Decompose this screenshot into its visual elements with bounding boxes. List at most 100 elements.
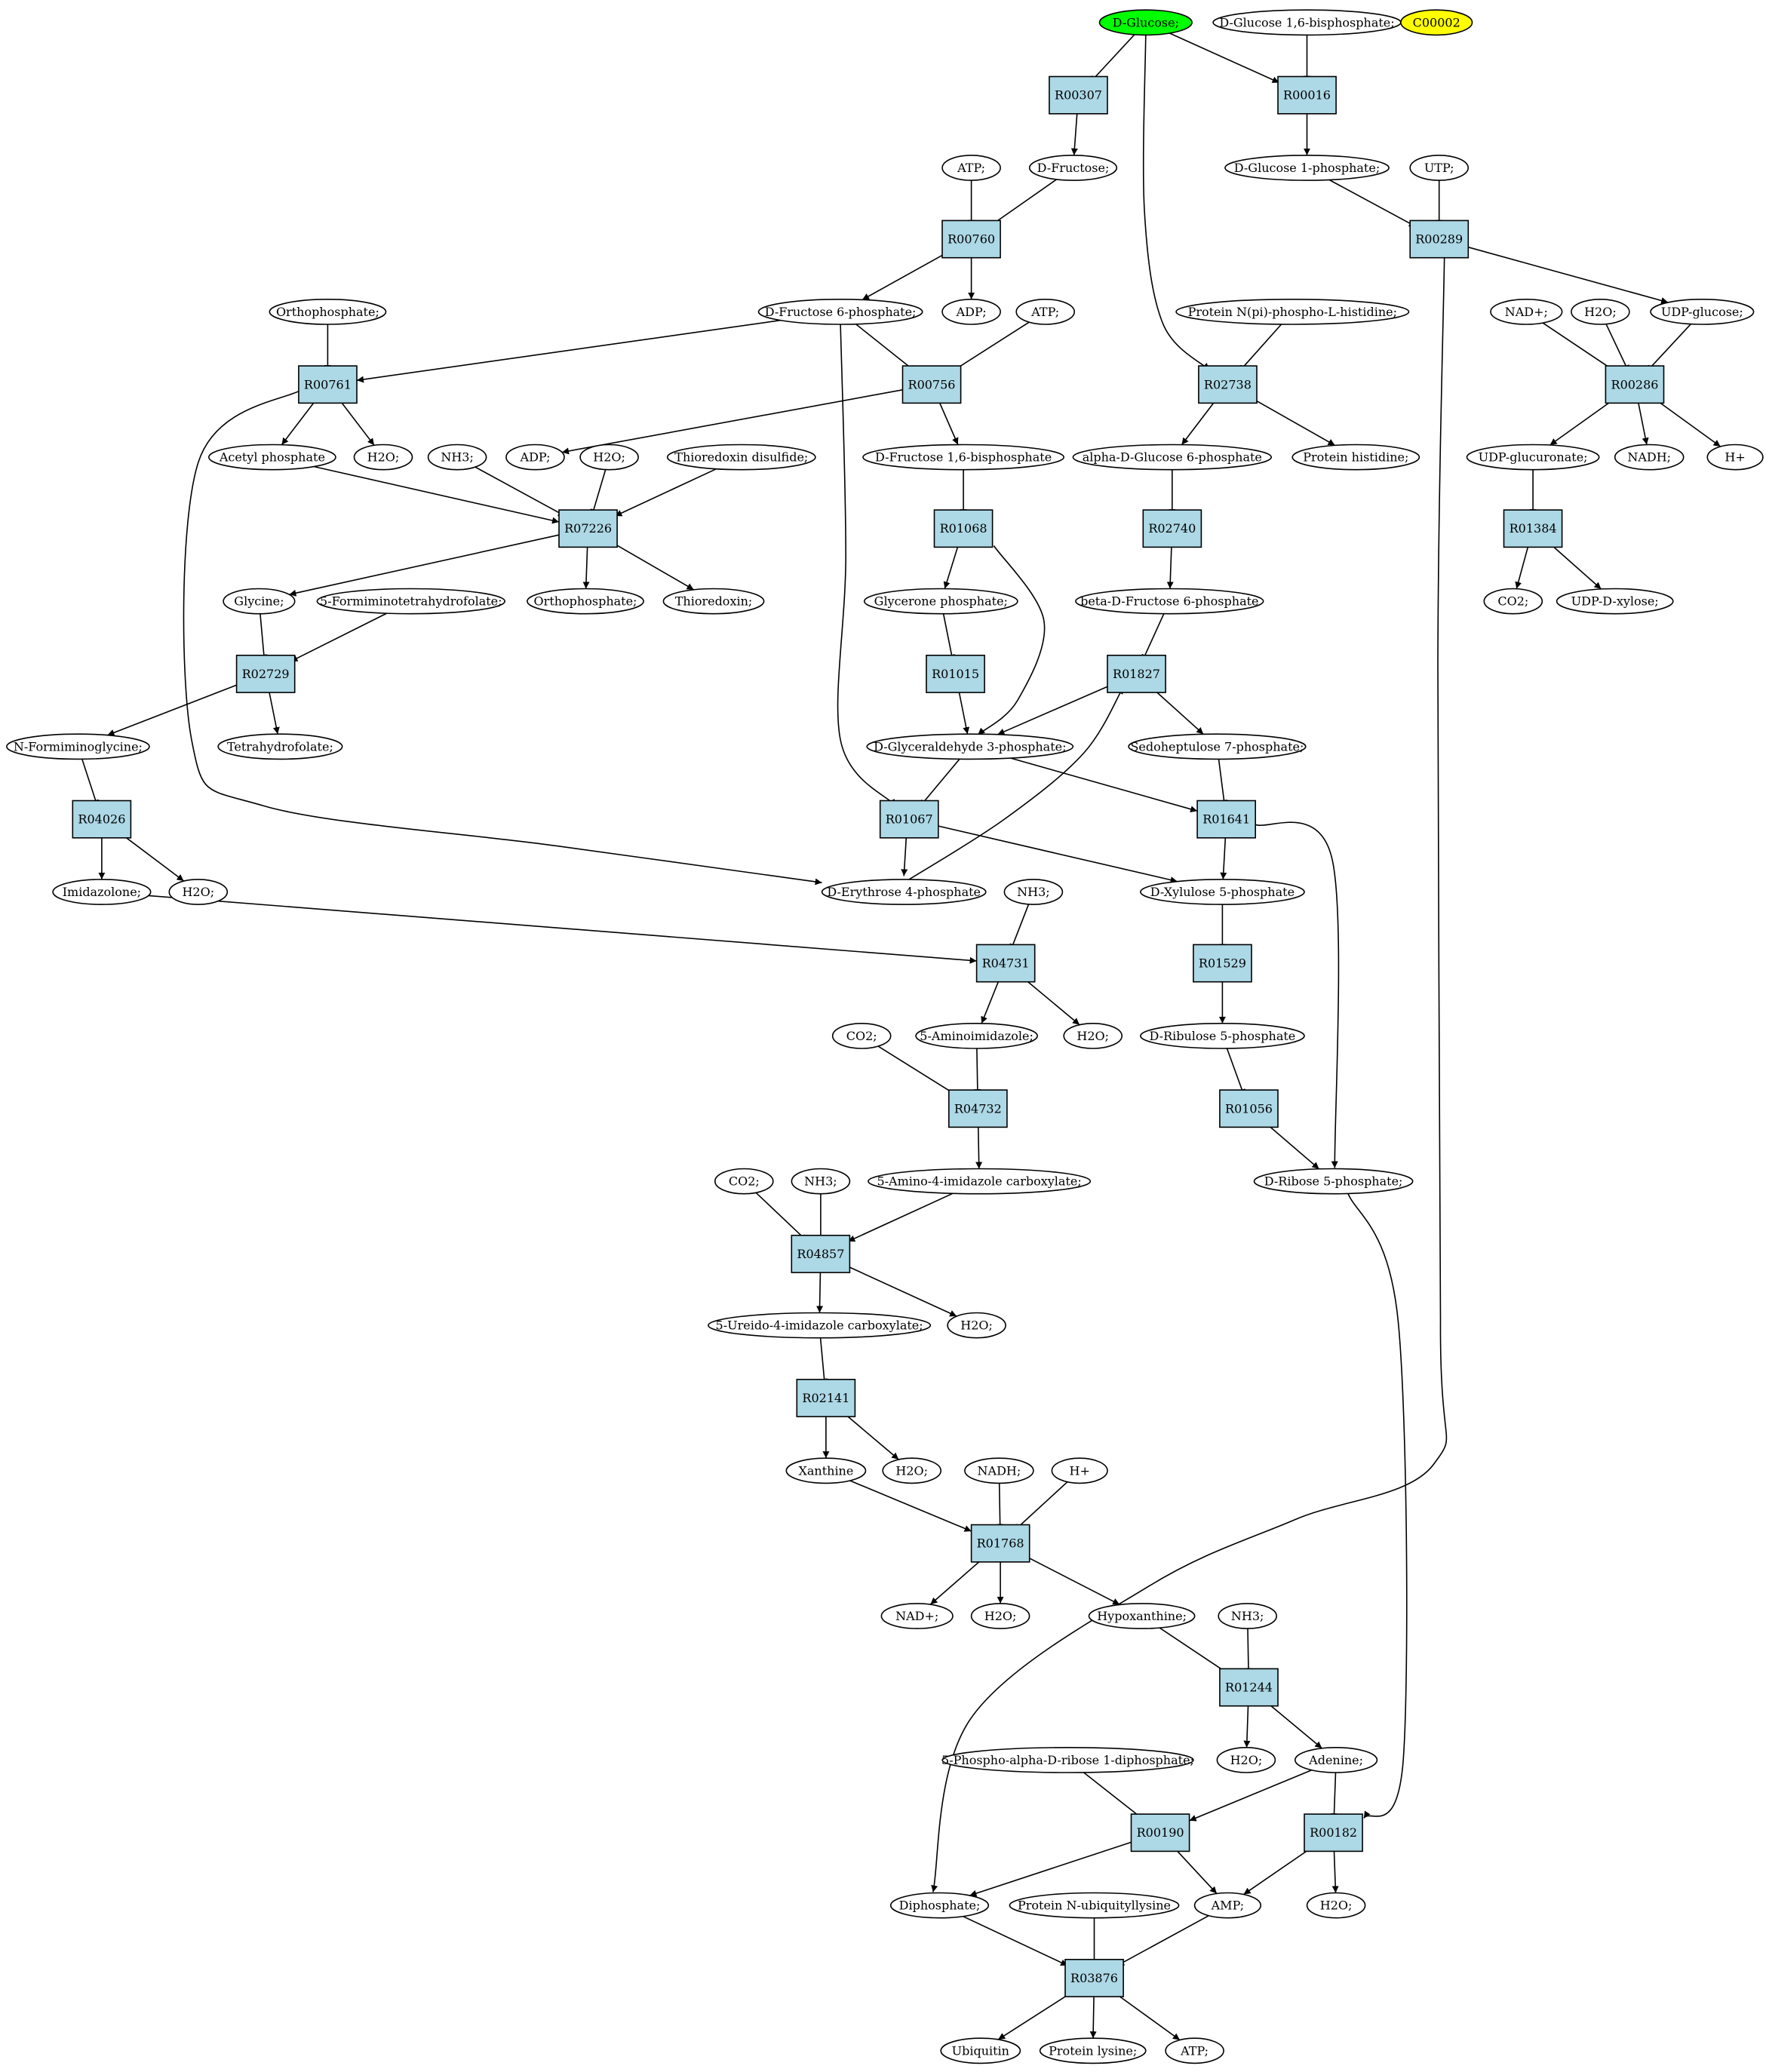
compound-node-protein-n-pi-phospho-l-histidine[interactable]: Protein N(pi)-phospho-L-histidine; xyxy=(1175,298,1410,325)
reaction-node-r04731[interactable]: R04731 xyxy=(975,944,1036,983)
reaction-node-r01641[interactable]: R01641 xyxy=(1196,800,1256,839)
reaction-node-r04857[interactable]: R04857 xyxy=(791,1235,851,1273)
compound-node-atp[interactable]: ATP; xyxy=(941,155,1001,181)
compound-node-d-erythrose-4-phosphate[interactable]: D-Erythrose 4-phosphate xyxy=(821,879,987,905)
compound-node-co2[interactable]: CO2; xyxy=(831,1023,892,1049)
compound-node-adp[interactable]: ADP; xyxy=(941,298,1001,325)
compound-node-h2o[interactable]: H2O; xyxy=(1571,298,1630,325)
reaction-node-r01067[interactable]: R01067 xyxy=(879,800,939,839)
reaction-node-r02729[interactable]: R02729 xyxy=(235,654,296,693)
reaction-node-r00289[interactable]: R00289 xyxy=(1409,219,1470,259)
compound-node-nadh[interactable]: NADH; xyxy=(1614,444,1685,471)
compound-node-udp-glucose[interactable]: UDP-glucose; xyxy=(1650,298,1755,325)
reaction-node-r02141[interactable]: R02141 xyxy=(796,1379,856,1417)
compound-node-thioredoxin-disulfide[interactable]: Thioredoxin disulfide; xyxy=(666,444,816,471)
compound-node-d-fructose[interactable]: D-Fructose; xyxy=(1028,155,1118,181)
reaction-node-r03876[interactable]: R03876 xyxy=(1064,1959,1124,1997)
compound-node-nh3[interactable]: NH3; xyxy=(427,444,487,471)
compound-node-glycerone-phosphate[interactable]: Glycerone phosphate; xyxy=(863,588,1018,615)
reaction-node-r01827[interactable]: R01827 xyxy=(1107,654,1166,693)
compound-node-utp[interactable]: UTP; xyxy=(1409,155,1469,181)
compound-node-d-glucose[interactable]: D-Glucose; xyxy=(1098,9,1193,36)
compound-node-5-phospho-alpha-d-ribose-1-diphosphate[interactable]: 5-Phospho-alpha-D-ribose 1-diphosphate; xyxy=(941,1746,1194,1773)
reaction-node-r00760[interactable]: R00760 xyxy=(941,219,1001,259)
compound-node-alpha-d-glucose-6-phosphate[interactable]: alpha-D-Glucose 6-phosphate xyxy=(1072,444,1273,471)
compound-node-d-glyceraldehyde-3-phosphate[interactable]: D-Glyceraldehyde 3-phosphate; xyxy=(866,733,1074,760)
reaction-node-r01244[interactable]: R01244 xyxy=(1219,1668,1279,1707)
compound-node-orthophosphate[interactable]: Orthophosphate; xyxy=(527,588,644,615)
compound-node-sedoheptulose-7-phosphate[interactable]: Sedoheptulose 7-phosphate; xyxy=(1128,733,1307,760)
reaction-node-r02738[interactable]: R02738 xyxy=(1198,365,1258,404)
compound-node-diphosphate[interactable]: Diphosphate; xyxy=(889,1892,990,1919)
compound-node-ubiquitin[interactable]: Ubiquitin xyxy=(940,2037,1021,2064)
compound-node-hypoxanthine[interactable]: Hypoxanthine; xyxy=(1088,1603,1196,1629)
compound-node-xanthine[interactable]: Xanthine xyxy=(785,1457,867,1484)
compound-node-nad[interactable]: NAD+; xyxy=(880,1603,954,1629)
reaction-node-r00016[interactable]: R00016 xyxy=(1277,75,1337,115)
reaction-node-r01068[interactable]: R01068 xyxy=(933,509,994,548)
reaction-node-r07226[interactable]: R07226 xyxy=(558,509,618,548)
compound-node-acetyl-phosphate[interactable]: Acetyl phosphate xyxy=(207,444,336,471)
compound-node-h2o[interactable]: H2O; xyxy=(1306,1892,1366,1919)
compound-node-d-fructose-6-phosphate[interactable]: D-Fructose 6-phosphate; xyxy=(757,298,923,325)
reaction-node-r04026[interactable]: R04026 xyxy=(72,800,132,839)
reaction-node-r02740[interactable]: R02740 xyxy=(1142,509,1202,548)
compound-node-glycine[interactable]: Glycine; xyxy=(223,588,296,615)
compound-node-co2[interactable]: CO2; xyxy=(714,1168,774,1195)
compound-node-5-aminoimidazole[interactable]: 5-Aminoimidazole; xyxy=(915,1023,1038,1049)
compound-node-nh3[interactable]: NH3; xyxy=(1218,1603,1277,1629)
compound-node-adp[interactable]: ADP; xyxy=(505,444,565,471)
reaction-node-r00307[interactable]: R00307 xyxy=(1049,75,1108,115)
compound-node-udp-d-xylose[interactable]: UDP-D-xylose; xyxy=(1556,588,1674,615)
compound-node-d-ribulose-5-phosphate[interactable]: D-Ribulose 5-phosphate xyxy=(1140,1023,1305,1049)
compound-node-co2[interactable]: CO2; xyxy=(1483,588,1543,615)
compound-node-adenine[interactable]: Adenine; xyxy=(1294,1746,1378,1773)
reaction-node-r00761[interactable]: R00761 xyxy=(298,365,358,404)
compound-node-h2o[interactable]: H2O; xyxy=(1063,1023,1123,1049)
compound-node-h2o[interactable]: H2O; xyxy=(882,1457,941,1484)
compound-node-h2o[interactable]: H2O; xyxy=(579,444,639,471)
reaction-node-r01384[interactable]: R01384 xyxy=(1503,509,1563,548)
compound-node-h2o[interactable]: H2O; xyxy=(168,879,229,905)
compound-node-amp[interactable]: AMP; xyxy=(1193,1892,1261,1919)
reaction-node-r00286[interactable]: R00286 xyxy=(1605,365,1665,404)
reaction-node-r00182[interactable]: R00182 xyxy=(1304,1813,1363,1853)
compound-node-c00002[interactable]: C00002 xyxy=(1400,9,1473,36)
reaction-node-r00756[interactable]: R00756 xyxy=(901,365,962,404)
compound-node-d-ribose-5-phosphate[interactable]: D-Ribose 5-phosphate; xyxy=(1253,1168,1414,1195)
compound-node-udp-glucuronate[interactable]: UDP-glucuronate; xyxy=(1466,444,1600,471)
reaction-node-r04732[interactable]: R04732 xyxy=(948,1089,1008,1128)
compound-node-nadh[interactable]: NADH; xyxy=(964,1457,1034,1484)
compound-node-d-fructose-1-6-bisphosphate[interactable]: D-Fructose 1,6-bisphosphate xyxy=(862,444,1065,471)
compound-node-n-formiminoglycine[interactable]: N-Formiminoglycine; xyxy=(6,733,150,760)
compound-node-5-amino-4-imidazole-carboxylate[interactable]: 5-Amino-4-imidazole carboxylate; xyxy=(868,1168,1092,1195)
compound-node-h2o[interactable]: H2O; xyxy=(970,1603,1030,1629)
compound-node-protein-histidine[interactable]: Protein histidine; xyxy=(1291,444,1420,471)
compound-node-tetrahydrofolate[interactable]: Tetrahydrofolate; xyxy=(217,733,343,760)
reaction-node-r01529[interactable]: R01529 xyxy=(1193,944,1252,983)
compound-node-h2o[interactable]: H2O; xyxy=(1216,1746,1276,1773)
compound-node-nad[interactable]: NAD+; xyxy=(1490,298,1563,325)
reaction-node-r01056[interactable]: R01056 xyxy=(1219,1089,1279,1128)
compound-node-h2o[interactable]: H2O; xyxy=(947,1312,1006,1339)
compound-node-protein-n-ubiquityllysine[interactable]: Protein N-ubiquityllysine xyxy=(1009,1892,1180,1919)
compound-node-h2o[interactable]: H2O; xyxy=(353,444,413,471)
compound-node-d-glucose-1-6-bisphosphate[interactable]: D-Glucose 1,6-bisphosphate; xyxy=(1212,9,1402,36)
compound-node-nh3[interactable]: NH3; xyxy=(1003,879,1064,905)
compound-node-d-glucose-1-phosphate[interactable]: D-Glucose 1-phosphate; xyxy=(1224,155,1390,181)
compound-node-5-formiminotetrahydrofolate[interactable]: 5-Formiminotetrahydrofolate; xyxy=(316,588,505,615)
compound-node-thioredoxin[interactable]: Thioredoxin; xyxy=(662,588,765,615)
compound-node-d-xylulose-5-phosphate[interactable]: D-Xylulose 5-phosphate xyxy=(1140,879,1305,905)
reaction-node-r01768[interactable]: R01768 xyxy=(970,1524,1030,1563)
compound-node-nh3[interactable]: NH3; xyxy=(791,1168,851,1195)
compound-node-atp[interactable]: ATP; xyxy=(1015,298,1075,325)
compound-node-imidazolone[interactable]: Imidazolone; xyxy=(52,879,152,905)
compound-node-5-ureido-4-imidazole-carboxylate[interactable]: 5-Ureido-4-imidazole carboxylate; xyxy=(708,1312,932,1339)
compound-node-orthophosphate[interactable]: Orthophosphate; xyxy=(269,298,387,325)
compound-node-beta-d-fructose-6-phosphate[interactable]: beta-D-Fructose 6-phosphate xyxy=(1075,588,1264,615)
reaction-node-r01015[interactable]: R01015 xyxy=(926,654,985,693)
compound-node-h[interactable]: H+ xyxy=(1051,1457,1108,1484)
compound-node-h[interactable]: H+ xyxy=(1706,444,1764,471)
compound-node-protein-lysine[interactable]: Protein lysine; xyxy=(1039,2037,1147,2064)
compound-node-atp[interactable]: ATP; xyxy=(1165,2037,1224,2064)
